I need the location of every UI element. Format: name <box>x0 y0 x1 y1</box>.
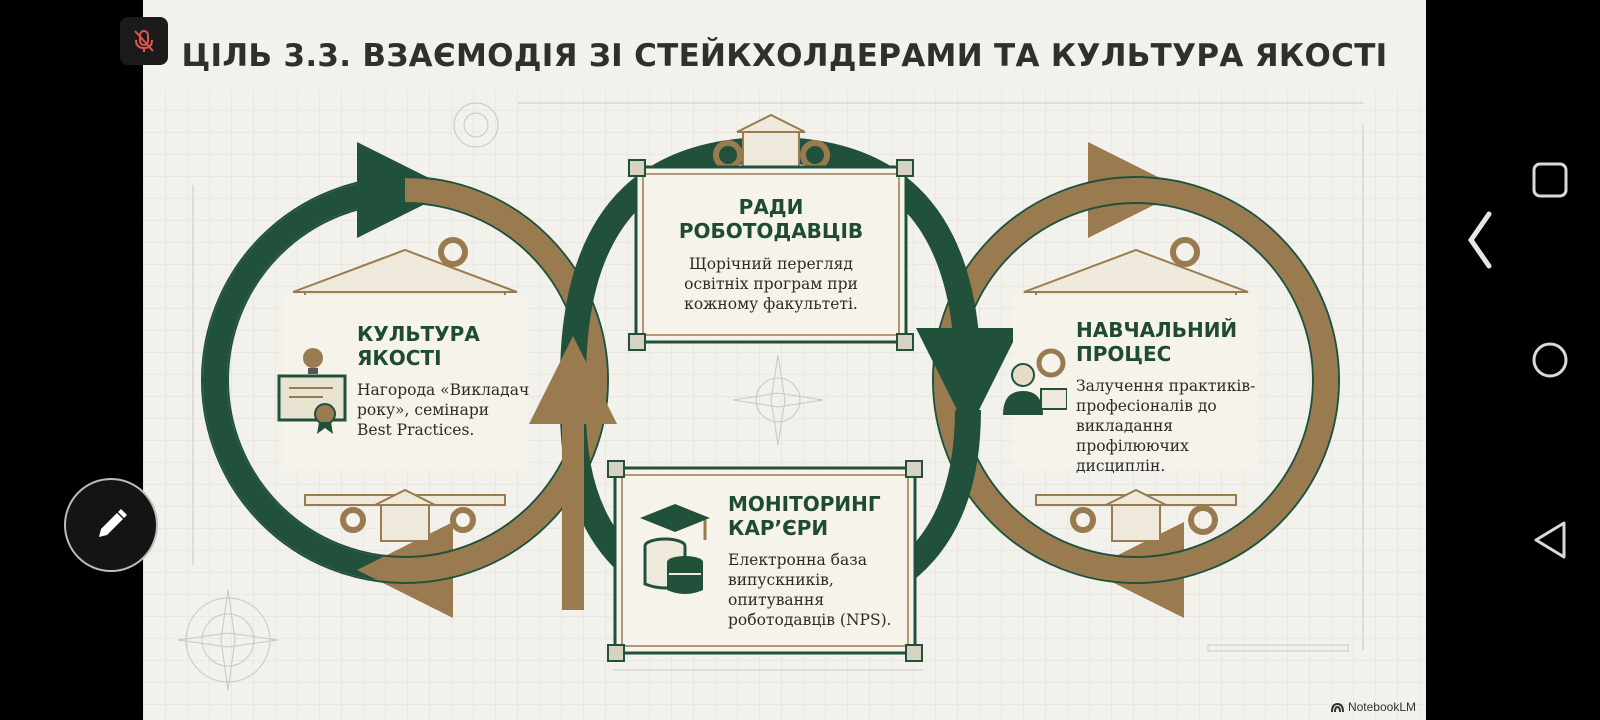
graduate-database-icon <box>640 504 710 594</box>
certificate-award-icon <box>277 348 347 434</box>
recent-apps-button[interactable] <box>1528 158 1572 202</box>
back-icon <box>1534 521 1566 559</box>
annotate-button[interactable] <box>64 478 158 572</box>
brand-label: NotebookLM <box>1330 700 1416 714</box>
learning-heading: НАВЧАЛЬНИЙ ПРОЦЕС <box>1076 318 1238 366</box>
pen-icon <box>99 509 127 537</box>
chevron-left-icon[interactable] <box>1465 210 1495 270</box>
slide: ЦІЛЬ 3.3. ВЗАЄМОДІЯ ЗІ СТЕЙКХОЛДЕРАМИ ТА… <box>143 0 1426 720</box>
slide-title: ЦІЛЬ 3.3. ВЗАЄМОДІЯ ЗІ СТЕЙКХОЛДЕРАМИ ТА… <box>181 38 1388 74</box>
home-icon <box>1532 342 1568 378</box>
blueprint-lines <box>177 102 1364 691</box>
slide-artwork <box>143 0 1426 720</box>
lecturer-icon <box>1003 348 1067 415</box>
brand-text: NotebookLM <box>1347 700 1416 714</box>
employers-text: Щорічний перегляд освітніх програм при к… <box>684 255 858 313</box>
home-button[interactable] <box>1528 338 1572 382</box>
learning-text: Залучення практиків- професіоналів до ви… <box>1076 377 1256 475</box>
mic-toggle-button[interactable] <box>120 17 168 65</box>
career-text: Електронна база випускників, опитування … <box>728 551 892 629</box>
career-heading: МОНІТОРИНГ КАР’ЄРИ <box>728 492 881 540</box>
quality-heading: КУЛЬТУРА ЯКОСТІ <box>357 322 480 370</box>
notebooklm-logo-icon <box>1330 702 1344 712</box>
employers-heading: РАДИ РОБОТОДАВЦІВ <box>678 195 864 243</box>
recent-apps-icon <box>1532 162 1568 198</box>
mic-muted-icon <box>134 30 154 52</box>
back-button[interactable] <box>1528 518 1572 562</box>
gear-decor <box>340 140 1218 535</box>
quality-text: Нагорода «Викладач року», семінари Best … <box>357 381 530 439</box>
